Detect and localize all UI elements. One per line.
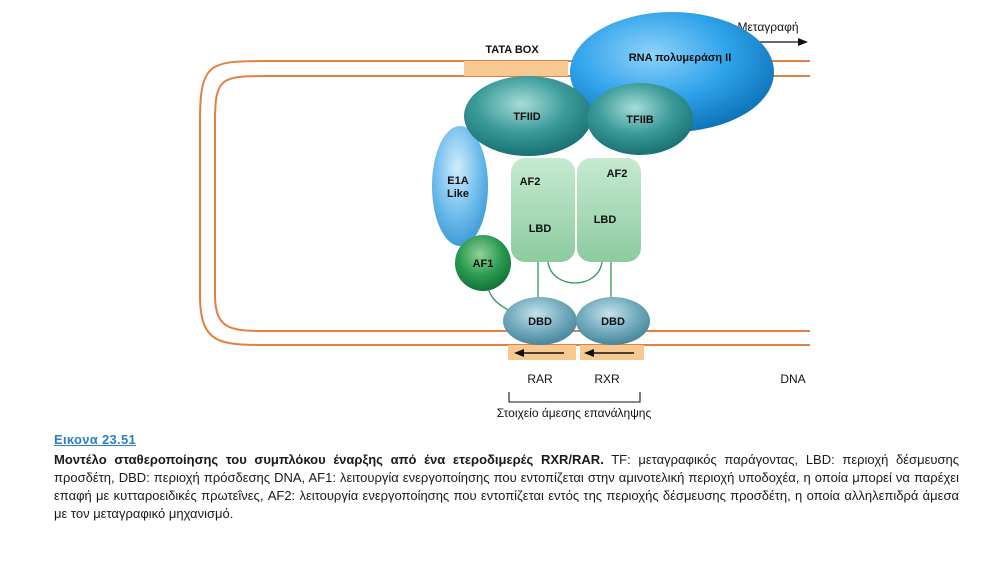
dna-strand [199,60,810,346]
lbd-left [511,158,575,262]
e1a-label-line2: Like [447,188,469,200]
figure-number: Εικονα 23.51 [54,432,137,447]
lbd-right-label: LBD [594,214,617,226]
rna-pol-label: RNA πολυμεράση II [629,52,732,64]
af2-right-label: AF2 [607,168,628,180]
dbd-right-label: DBD [601,316,625,328]
e1a-like-protein [432,126,488,246]
af1-domain [455,235,511,291]
tfiid-factor [464,76,592,156]
tfiid-label: TFIID [513,111,541,123]
dbd-right [576,297,650,345]
dna-label: DNA [780,372,805,386]
lbd-left-label: LBD [529,223,552,235]
dna-loop-diagram: TATA BOX Μεταγραφή E1A Like AF1 AF2 LBD … [199,12,810,420]
left-arrow-icon [584,349,634,357]
direct-repeat-label: Στοιχείο άμεσης επανάληψης [497,406,652,420]
transcription-label: Μεταγραφή [737,20,798,34]
rxr-label: RXR [594,372,620,386]
e1a-label-line1: E1A [447,175,468,187]
dna-inner-strand [214,75,810,332]
caption-body: TF: μεταγραφικός παράγοντας, LBD: περιοχ… [54,452,959,521]
af2-left-label: AF2 [520,176,541,188]
caption-text: Μοντέλο σταθεροποίησης του συμπλόκου ένα… [54,451,959,523]
tata-box-label: TATA BOX [485,44,539,56]
figure-caption: Εικονα 23.51 Μοντέλο σταθεροποίησης του … [54,432,959,523]
caption-bold-title: Μοντέλο σταθεροποίησης του συμπλόκου ένα… [54,452,604,467]
tfiib-factor [587,83,693,155]
direct-repeat-bracket [508,392,641,403]
rar-label: RAR [527,372,553,386]
lbd-right [577,158,641,262]
dna-outer-strand [199,60,810,346]
af1-label: AF1 [473,258,494,270]
left-arrow-icon [514,349,564,357]
tata-box [464,61,568,76]
tfiib-label: TFIIB [626,114,654,126]
dbd-left-label: DBD [528,316,552,328]
dbd-left [503,297,577,345]
